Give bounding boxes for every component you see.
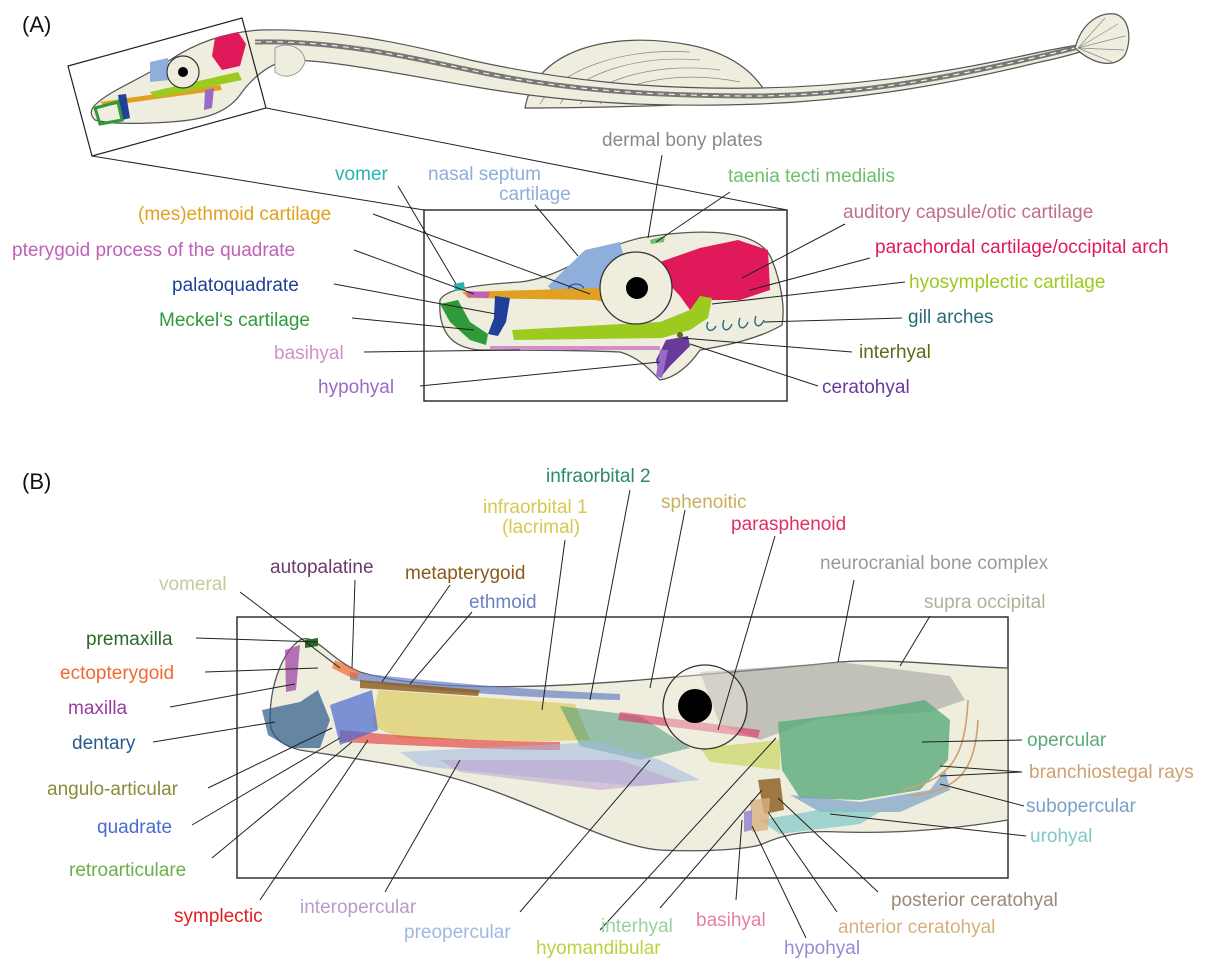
label-premaxilla: premaxilla [86,629,173,650]
label-taenia-tecti-medialis: taenia tecti medialis [728,166,895,187]
label-angulo-articular: angulo-articular [47,779,179,800]
label-basihyal-a: basihyal [274,343,344,364]
label-dentary: dentary [72,733,136,754]
label-parachordal-cartilage: parachordal cartilage/occipital arch [875,237,1169,258]
label-urohyal: urohyal [1030,826,1092,847]
label-dermal-bony-plates: dermal bony plates [602,130,763,151]
label-nasal-septum-cartilage: cartilage [499,184,571,205]
label-ethmoid: ethmoid [469,592,537,613]
label-ceratohyal-a: ceratohyal [822,377,910,398]
panel-a-title: (A) [22,12,51,37]
label-interhyal-a: interhyal [859,342,931,363]
label-auditory-capsule: auditory capsule/otic cartilage [843,202,1093,223]
label-autopalatine: autopalatine [270,557,374,578]
label-anterior-ceratohyal: anterior ceratohyal [838,917,995,938]
label-metapterygoid: metapterygoid [405,563,525,584]
label-retroarticulare: retroarticulare [69,860,186,881]
label-infraorbital-2: infraorbital 2 [546,466,651,487]
label-mes-ethmoid-cartilage: (mes)ethmoid cartilage [138,204,331,225]
label-vomer: vomer [335,164,388,185]
label-branchiostegal-rays: branchiostegal rays [1029,762,1194,783]
label-supra-occipital: supra occipital [924,592,1045,613]
label-opercular: opercular [1027,730,1107,751]
label-posterior-ceratohyal: posterior ceratohyal [891,890,1058,911]
label-hyomandibular: hyomandibular [536,938,661,959]
label-basihyal-b: basihyal [696,910,766,931]
label-palatoquadrate: palatoquadrate [172,275,299,296]
label-hypohyal-a: hypohyal [318,377,394,398]
label-interhyal-b: interhyal [601,916,673,937]
label-interopercular: interopercular [300,897,417,918]
label-neurocranial-bone-complex: neurocranial bone complex [820,553,1049,574]
label-hyosymplectic-cartilage: hyosymplectic cartilage [909,272,1105,293]
label-quadrate: quadrate [97,817,172,838]
label-meckels-cartilage: Meckel‘s cartilage [159,310,310,331]
label-vomeral: vomeral [159,574,227,595]
label-infraorbital-1: infraorbital 1 [483,497,588,518]
label-hypohyal-b: hypohyal [784,938,860,959]
label-preopercular: preopercular [404,922,511,943]
label-parasphenoid: parasphenoid [731,514,846,535]
label-pterygoid-process: pterygoid process of the quadrate [12,240,295,261]
label-infraorbital-1-lacrimal: (lacrimal) [502,517,580,538]
panel-b-title: (B) [22,469,51,494]
larva-whole-body [91,14,1129,124]
label-ectopterygoid: ectopterygoid [60,663,174,684]
label-nasal-septum: nasal septum [428,164,541,185]
label-gill-arches: gill arches [908,307,994,328]
label-subopercular: subopercular [1026,796,1137,817]
label-maxilla: maxilla [68,698,128,719]
label-sphenoitic: sphenoitic [661,492,747,513]
label-symplectic: symplectic [174,906,263,927]
